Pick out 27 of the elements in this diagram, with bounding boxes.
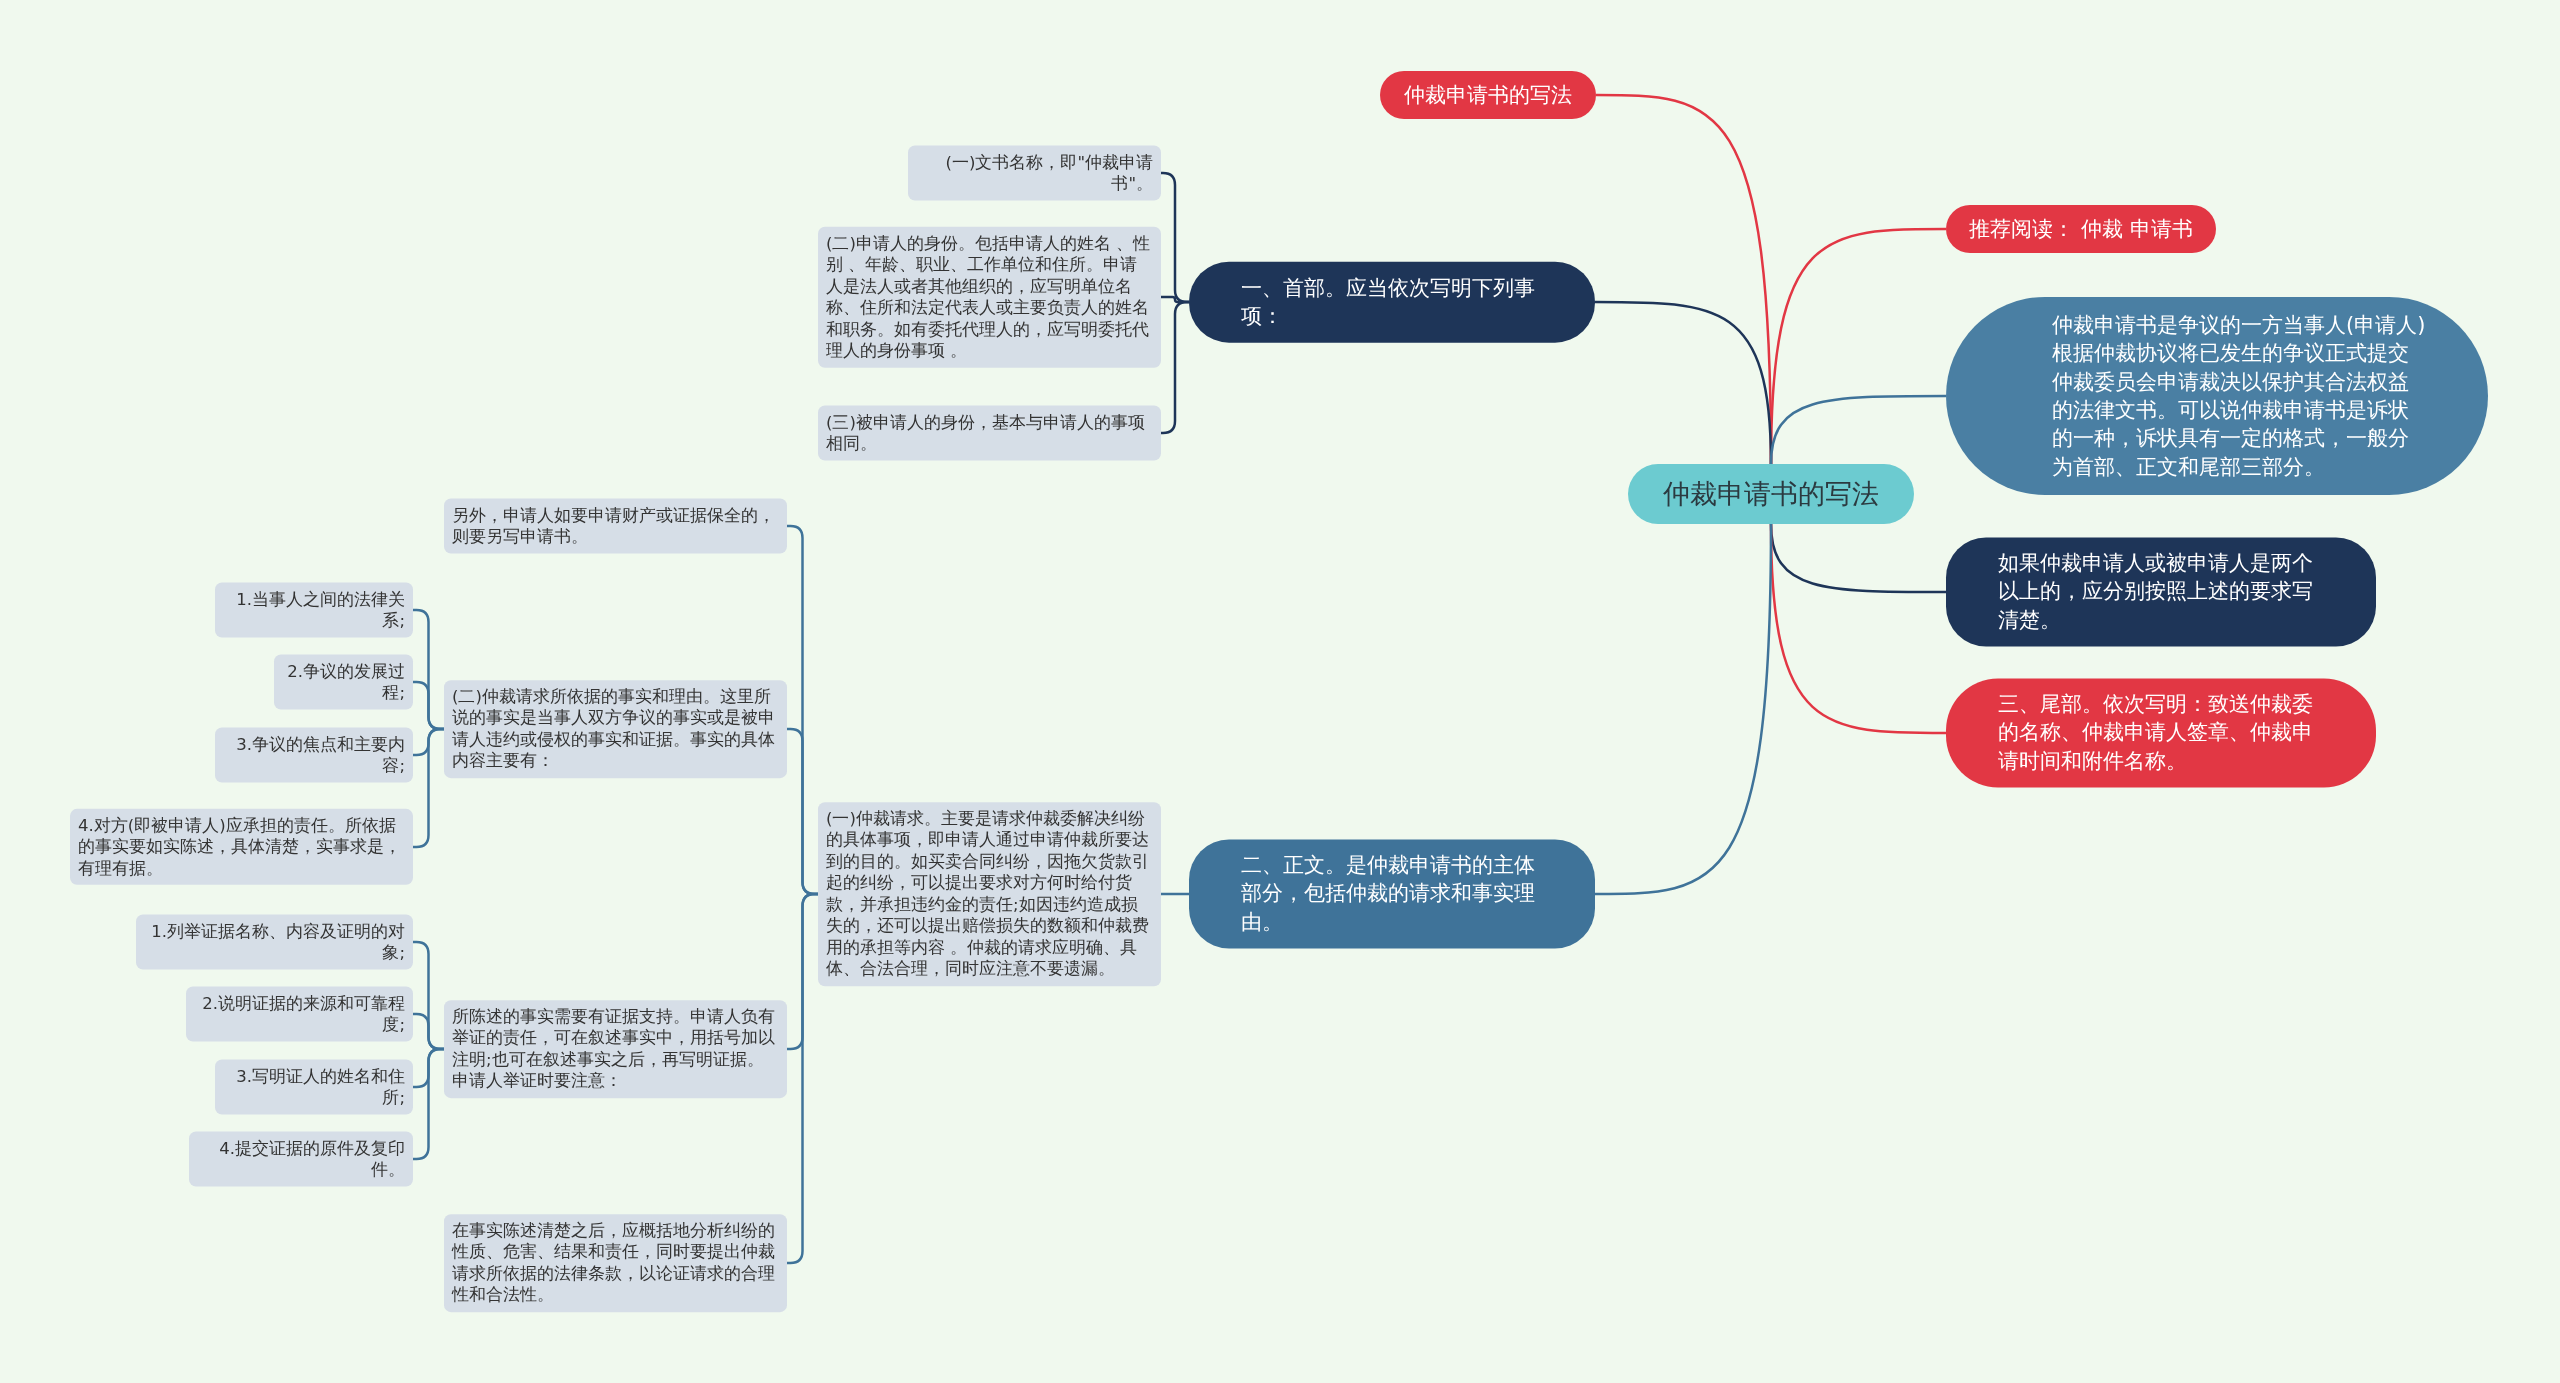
note-box: (一)仲裁请求。主要是请求仲裁委解决纠纷的具体事项，即申请人通过申请仲裁所要达到的目的。如买卖合同纠纷，因拖欠货款引起的纠纷，可以提出要求对方何时给付货款，并承担违约金的责任;如因违约造成损失的，还可以提出赔偿损失的数额和仲裁费用的承担等内容 。仲裁的请求应明确、具体、合法合理，同时应注意不要遗漏。 [818,802,1161,986]
connector [1595,524,1773,896]
note-box: 2.说明证据的来源和可靠程度; [186,986,413,1042]
note-box: 1.列举证据名称、内容及证明的对象; [136,914,413,970]
note-box: 3.写明证人的姓名和住所; [215,1059,413,1115]
note-box: (三)被申请人的身份，基本与申请人的事项相同。 [818,405,1161,461]
topic-box: 二、正文。是仲裁申请书的主体部分，包括仲裁的请求和事实理由。 [1189,839,1595,949]
note-box: 2.争议的发展过程; [274,654,413,710]
note-box: 所陈述的事实需要有证据支持。申请人负有举证的责任，可在叙述事实中，用括号加以注明;也可在叙述事实之后，再写明证据。申请人举证时要注意： [444,1000,787,1098]
note-box: 4.提交证据的原件及复印件。 [189,1131,413,1187]
note-box: 在事实陈述清楚之后，应概括地分析纠纷的性质、危害、结果和责任，同时要提出仲裁请求所依据的法律条款，以论证请求的合理性和合法性。 [444,1214,787,1312]
note-box: 4.对方(即被申请人)应承担的责任。所依据的事实要如实陈述，具体清楚，实事求是，有理有据。 [70,808,413,886]
note-box: 1.当事人之间的法律关系; [215,582,413,638]
topic-box: 仲裁申请书的写法 [1380,71,1596,119]
note-box: 另外，申请人如要申请财产或证据保全的，则要另写申请书。 [444,498,787,554]
note-box: (一)文书名称，即"仲裁申请书"。 [908,145,1161,201]
topic-box: 一、首部。应当依次写明下列事项： [1189,261,1595,343]
topic-box: 推荐阅读： 仲裁 申请书 [1946,205,2216,253]
note-box: 3.争议的焦点和主要内容; [215,727,413,783]
connector [1769,394,1946,465]
topic-box: 仲裁申请书是争议的一方当事人(申请人)根据仲裁协议将已发生的争议正式提交仲裁委员会申请裁决以保护其合法权益的法律文书。可以说仲裁申请书是诉状的一种，诉状具有一定的格式，一般分为首部、正文和尾部三部分。 [1946,296,2488,496]
central-topic: 仲裁申请书的写法 [1628,464,1914,524]
note-box: (二)仲裁请求所依据的事实和理由。这里所说的事实是当事人双方争议的事实或是被申请人违约或侵权的事实和证据。事实的具体内容主要有： [444,680,787,778]
connector [1161,892,1189,896]
note-box: (二)申请人的身份。包括申请人的姓名 、性别 、年龄、职业、工作单位和住所。申请人是法人或者其他组织的，应写明单位名称、住所和法定代表人或主要负责人的姓名和职务。如有委托代理人的，应写明委托代理人的身份事项 。 [818,226,1161,368]
topic-box: 三、尾部。依次写明：致送仲裁委的名称、仲裁申请人签章、仲裁申请时间和附件名称。 [1946,678,2376,788]
topic-box: 如果仲裁申请人或被申请人是两个以上的，应分别按照上述的要求写清楚。 [1946,537,2376,647]
